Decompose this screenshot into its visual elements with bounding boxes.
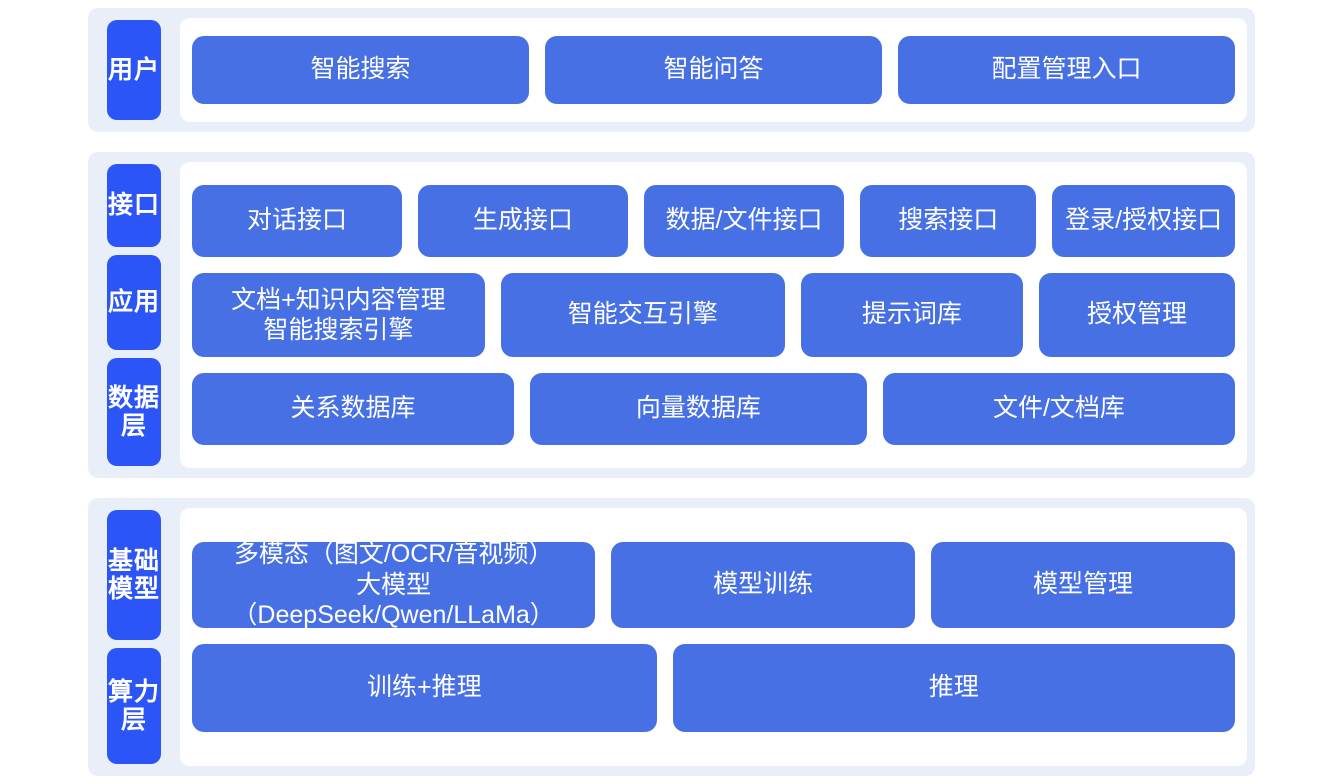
layer-tab-application[interactable]: 应用 xyxy=(107,254,161,350)
box-file-document-store[interactable]: 文件/文档库 xyxy=(882,373,1235,445)
row-foundation-model: 多模态（图文/OCR/音视频） 大模型（DeepSeek/Qwen/LLaMa）… xyxy=(192,540,1235,629)
section-user-layer: 用户 智能搜索 智能问答 配置管理入口 xyxy=(88,8,1255,132)
box-train-plus-inference[interactable]: 训练+推理 xyxy=(192,644,657,732)
box-authorization-management[interactable]: 授权管理 xyxy=(1039,273,1235,357)
panel-infrastructure-layers: 多模态（图文/OCR/音视频） 大模型（DeepSeek/Qwen/LLaMa）… xyxy=(180,508,1247,766)
box-login-auth-api[interactable]: 登录/授权接口 xyxy=(1052,185,1235,257)
box-dialog-api[interactable]: 对话接口 xyxy=(192,185,402,257)
section-platform-layers: 接口 应用 数据层 对话接口 生成接口 数据/文件接口 搜索接口 登录/授权接口… xyxy=(88,152,1255,478)
box-data-file-api[interactable]: 数据/文件接口 xyxy=(643,185,845,257)
layer-tab-column-bottom: 基础模型 算力层 xyxy=(88,498,180,776)
layer-tab-data[interactable]: 数据层 xyxy=(107,357,161,466)
box-model-management[interactable]: 模型管理 xyxy=(931,542,1235,628)
box-model-training[interactable]: 模型训练 xyxy=(611,542,916,628)
box-smart-search[interactable]: 智能搜索 xyxy=(192,36,529,104)
box-prompt-library[interactable]: 提示词库 xyxy=(800,273,1024,357)
box-config-management-entry[interactable]: 配置管理入口 xyxy=(898,36,1235,104)
layer-tab-user[interactable]: 用户 xyxy=(107,20,161,120)
panel-platform-layers: 对话接口 生成接口 数据/文件接口 搜索接口 登录/授权接口 文档+知识内容管理… xyxy=(180,162,1247,468)
row-interface: 对话接口 生成接口 数据/文件接口 搜索接口 登录/授权接口 xyxy=(192,185,1235,257)
layer-tab-column-middle: 接口 应用 数据层 xyxy=(88,152,180,478)
box-inference[interactable]: 推理 xyxy=(672,644,1235,732)
box-relational-database[interactable]: 关系数据库 xyxy=(192,373,514,445)
box-multimodal-large-model[interactable]: 多模态（图文/OCR/音视频） 大模型（DeepSeek/Qwen/LLaMa） xyxy=(192,540,596,629)
section-infrastructure-layers: 基础模型 算力层 多模态（图文/OCR/音视频） 大模型（DeepSeek/Qw… xyxy=(88,498,1255,776)
box-vector-database[interactable]: 向量数据库 xyxy=(529,373,867,445)
box-doc-knowledge-content-management[interactable]: 文档+知识内容管理 智能搜索引擎 xyxy=(192,273,485,357)
row-application: 文档+知识内容管理 智能搜索引擎 智能交互引擎 提示词库 授权管理 xyxy=(192,273,1235,357)
row-data-stores: 关系数据库 向量数据库 文件/文档库 xyxy=(192,373,1235,445)
box-generation-api[interactable]: 生成接口 xyxy=(417,185,628,257)
row-compute-power: 训练+推理 推理 xyxy=(192,644,1235,732)
panel-user-layer: 智能搜索 智能问答 配置管理入口 xyxy=(180,18,1247,122)
layer-tab-foundation-model[interactable]: 基础模型 xyxy=(107,510,161,640)
box-smart-qa[interactable]: 智能问答 xyxy=(545,36,882,104)
layer-tab-column-user: 用户 xyxy=(88,8,180,132)
box-smart-interaction-engine[interactable]: 智能交互引擎 xyxy=(500,273,785,357)
box-search-api[interactable]: 搜索接口 xyxy=(860,185,1037,257)
layer-tab-interface[interactable]: 接口 xyxy=(107,164,161,247)
row-user: 智能搜索 智能问答 配置管理入口 xyxy=(192,36,1235,104)
layer-tab-compute-power[interactable]: 算力层 xyxy=(107,648,161,764)
